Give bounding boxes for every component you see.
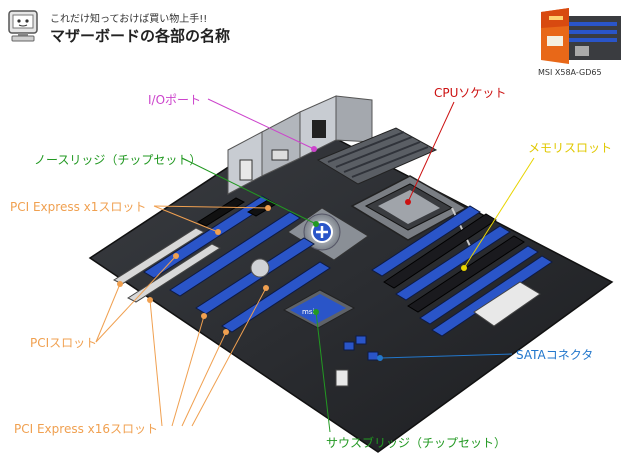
cpu-socket xyxy=(350,175,471,247)
label-sata: SATAコネクタ xyxy=(516,348,594,362)
page-title: マザーボードの各部の名称 xyxy=(50,27,231,45)
label-io-port: I/Oポート xyxy=(148,93,202,107)
label-northbridge: ノースリッジ（チップセット） xyxy=(34,153,202,167)
cpu-socket-callout xyxy=(407,101,455,203)
southbridge-callout xyxy=(315,311,331,433)
label-pcie-x1: PCI Express x1スロット xyxy=(10,200,147,214)
zoom-plus-icon[interactable] xyxy=(311,221,333,243)
label-memory-slot: メモリスロット xyxy=(528,141,613,155)
computer-mascot-icon xyxy=(8,10,38,42)
memory-slot-callout xyxy=(463,157,535,269)
product-box-image xyxy=(541,8,621,64)
product-caption: MSI X58A-GD65 xyxy=(538,68,602,77)
pci-slots xyxy=(112,227,222,303)
memory-slots xyxy=(371,205,553,337)
label-southbridge: サウスブリッジ（チップセット） xyxy=(326,436,507,450)
svg-text:msi: msi xyxy=(302,308,314,316)
atx-power-connector xyxy=(473,281,541,327)
southbridge-heatsink: msi xyxy=(282,289,356,329)
pcie-x16-callout xyxy=(149,287,267,427)
northbridge-callout xyxy=(181,157,317,225)
cmos-battery xyxy=(250,258,270,278)
pcie-x1-callout xyxy=(153,205,269,233)
label-pci: PCIスロット xyxy=(30,336,98,350)
label-cpu-socket: CPUソケット xyxy=(434,86,507,100)
io-port-callout xyxy=(207,98,315,150)
io-ports-area xyxy=(227,95,373,195)
pci-callout xyxy=(95,255,177,343)
page-subtitle: これだけ知っておけば買い物上手!! xyxy=(50,14,208,25)
label-pcie-x16: PCI Express x16スロット xyxy=(14,422,159,436)
sata-callout xyxy=(379,353,513,359)
